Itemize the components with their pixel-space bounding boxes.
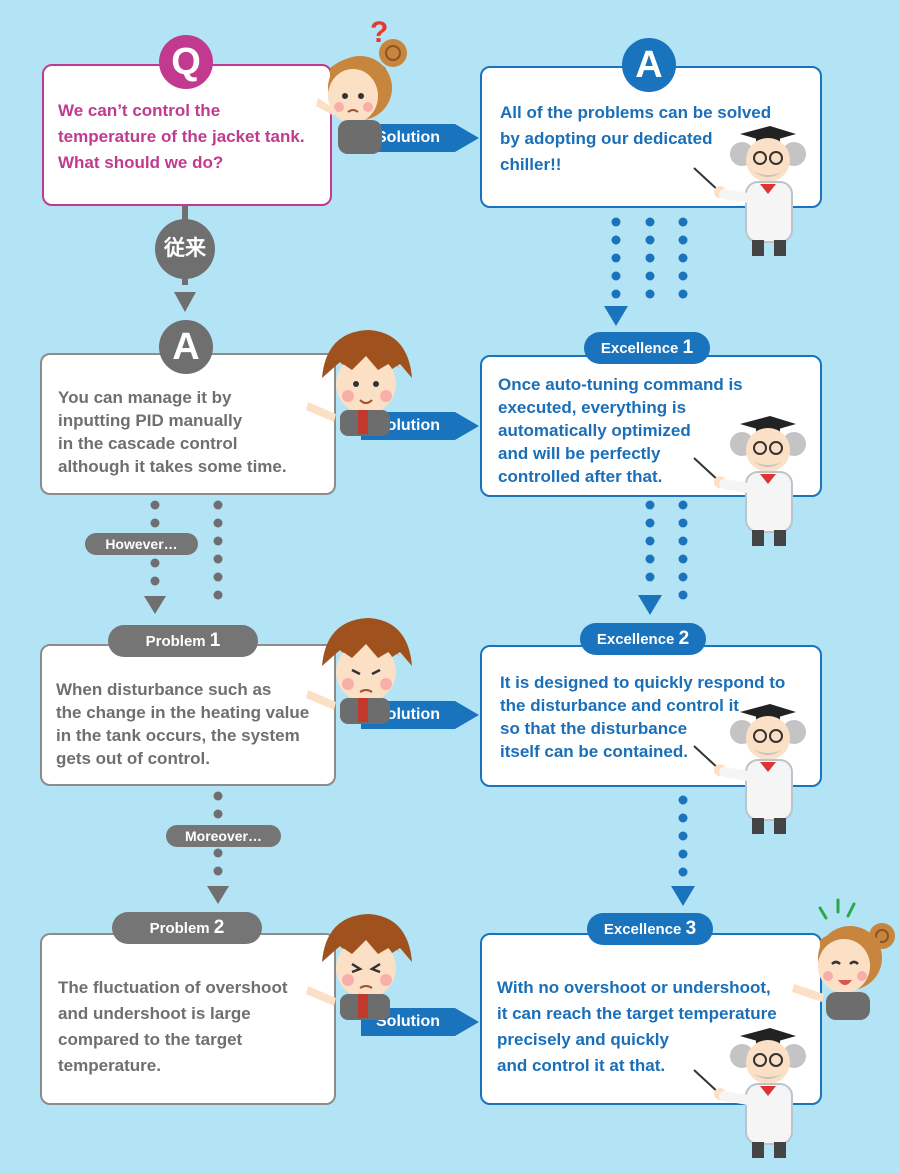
pointing-man-icon xyxy=(306,914,412,1020)
excellence-2-num: 2 xyxy=(678,628,690,649)
happy-woman-icon xyxy=(792,898,895,1020)
conventional-box: You can manage it by inputting PID manua… xyxy=(40,353,336,495)
problem-1-num: 1 xyxy=(209,630,221,651)
excellence-1-text: Once auto-tuning command is executed, ev… xyxy=(498,375,743,486)
professor-icon xyxy=(693,126,806,256)
excellence-3-label: Excellence xyxy=(603,921,682,938)
conventional-text: You can manage it by inputting PID manua… xyxy=(58,388,287,476)
question-text: We can’t control the temperature of the … xyxy=(58,101,305,172)
professor-icon xyxy=(693,416,806,546)
professor-icon xyxy=(693,704,806,834)
excellence-1-box: Once auto-tuning command is executed, ev… xyxy=(480,355,822,497)
excellence-2-text: It is designed to quickly respond to the… xyxy=(500,673,786,761)
problem-1-text: When disturbance such as the change in t… xyxy=(56,680,310,768)
however-tag: However… xyxy=(85,533,198,555)
blue-dots xyxy=(611,217,688,877)
problem-2-num: 2 xyxy=(213,917,225,938)
answer-badge: A xyxy=(622,38,676,92)
excellence-3-text: With no overshoot or undershoot, it can … xyxy=(497,978,777,1075)
excellence-1-pill: Excellence 1 xyxy=(584,332,710,364)
svg-text:?: ? xyxy=(370,16,388,49)
problem-1-box: When disturbance such as the change in t… xyxy=(40,644,336,786)
excellence-3-box: With no overshoot or undershoot, it can … xyxy=(480,933,822,1105)
pointing-man-icon xyxy=(306,618,412,724)
problem-1-label: Problem xyxy=(145,633,206,650)
gray-dots xyxy=(150,500,223,876)
excellence-2-pill: Excellence 2 xyxy=(580,623,706,655)
solution-label: Solution xyxy=(361,1008,455,1036)
question-badge: Q xyxy=(159,35,213,89)
excellence-1-num: 1 xyxy=(682,337,694,358)
excellence-3-num: 3 xyxy=(685,918,697,939)
problem-2-label: Problem xyxy=(149,920,210,937)
pointing-man-icon xyxy=(306,330,412,436)
conventional-badge: 従来 xyxy=(155,219,215,279)
problem-2-text: The fluctuation of overshoot and undersh… xyxy=(58,978,288,1075)
problem-2-pill: Problem 2 xyxy=(112,912,262,944)
answer-text: All of the problems can be solved by ado… xyxy=(500,103,772,174)
conventional-answer-badge: A xyxy=(159,320,213,374)
excellence-2-label: Excellence xyxy=(596,631,675,648)
moreover-tag: Moreover… xyxy=(166,825,281,847)
excellence-3-pill: Excellence 3 xyxy=(587,913,713,945)
solution-arrow-4: Solution xyxy=(361,1005,479,1039)
worried-woman-icon: ? xyxy=(316,16,407,154)
problem-2-box: The fluctuation of overshoot and undersh… xyxy=(40,933,336,1105)
problem-1-pill: Problem 1 xyxy=(108,625,258,657)
professor-icon xyxy=(693,1028,806,1158)
excellence-1-label: Excellence xyxy=(600,340,679,357)
